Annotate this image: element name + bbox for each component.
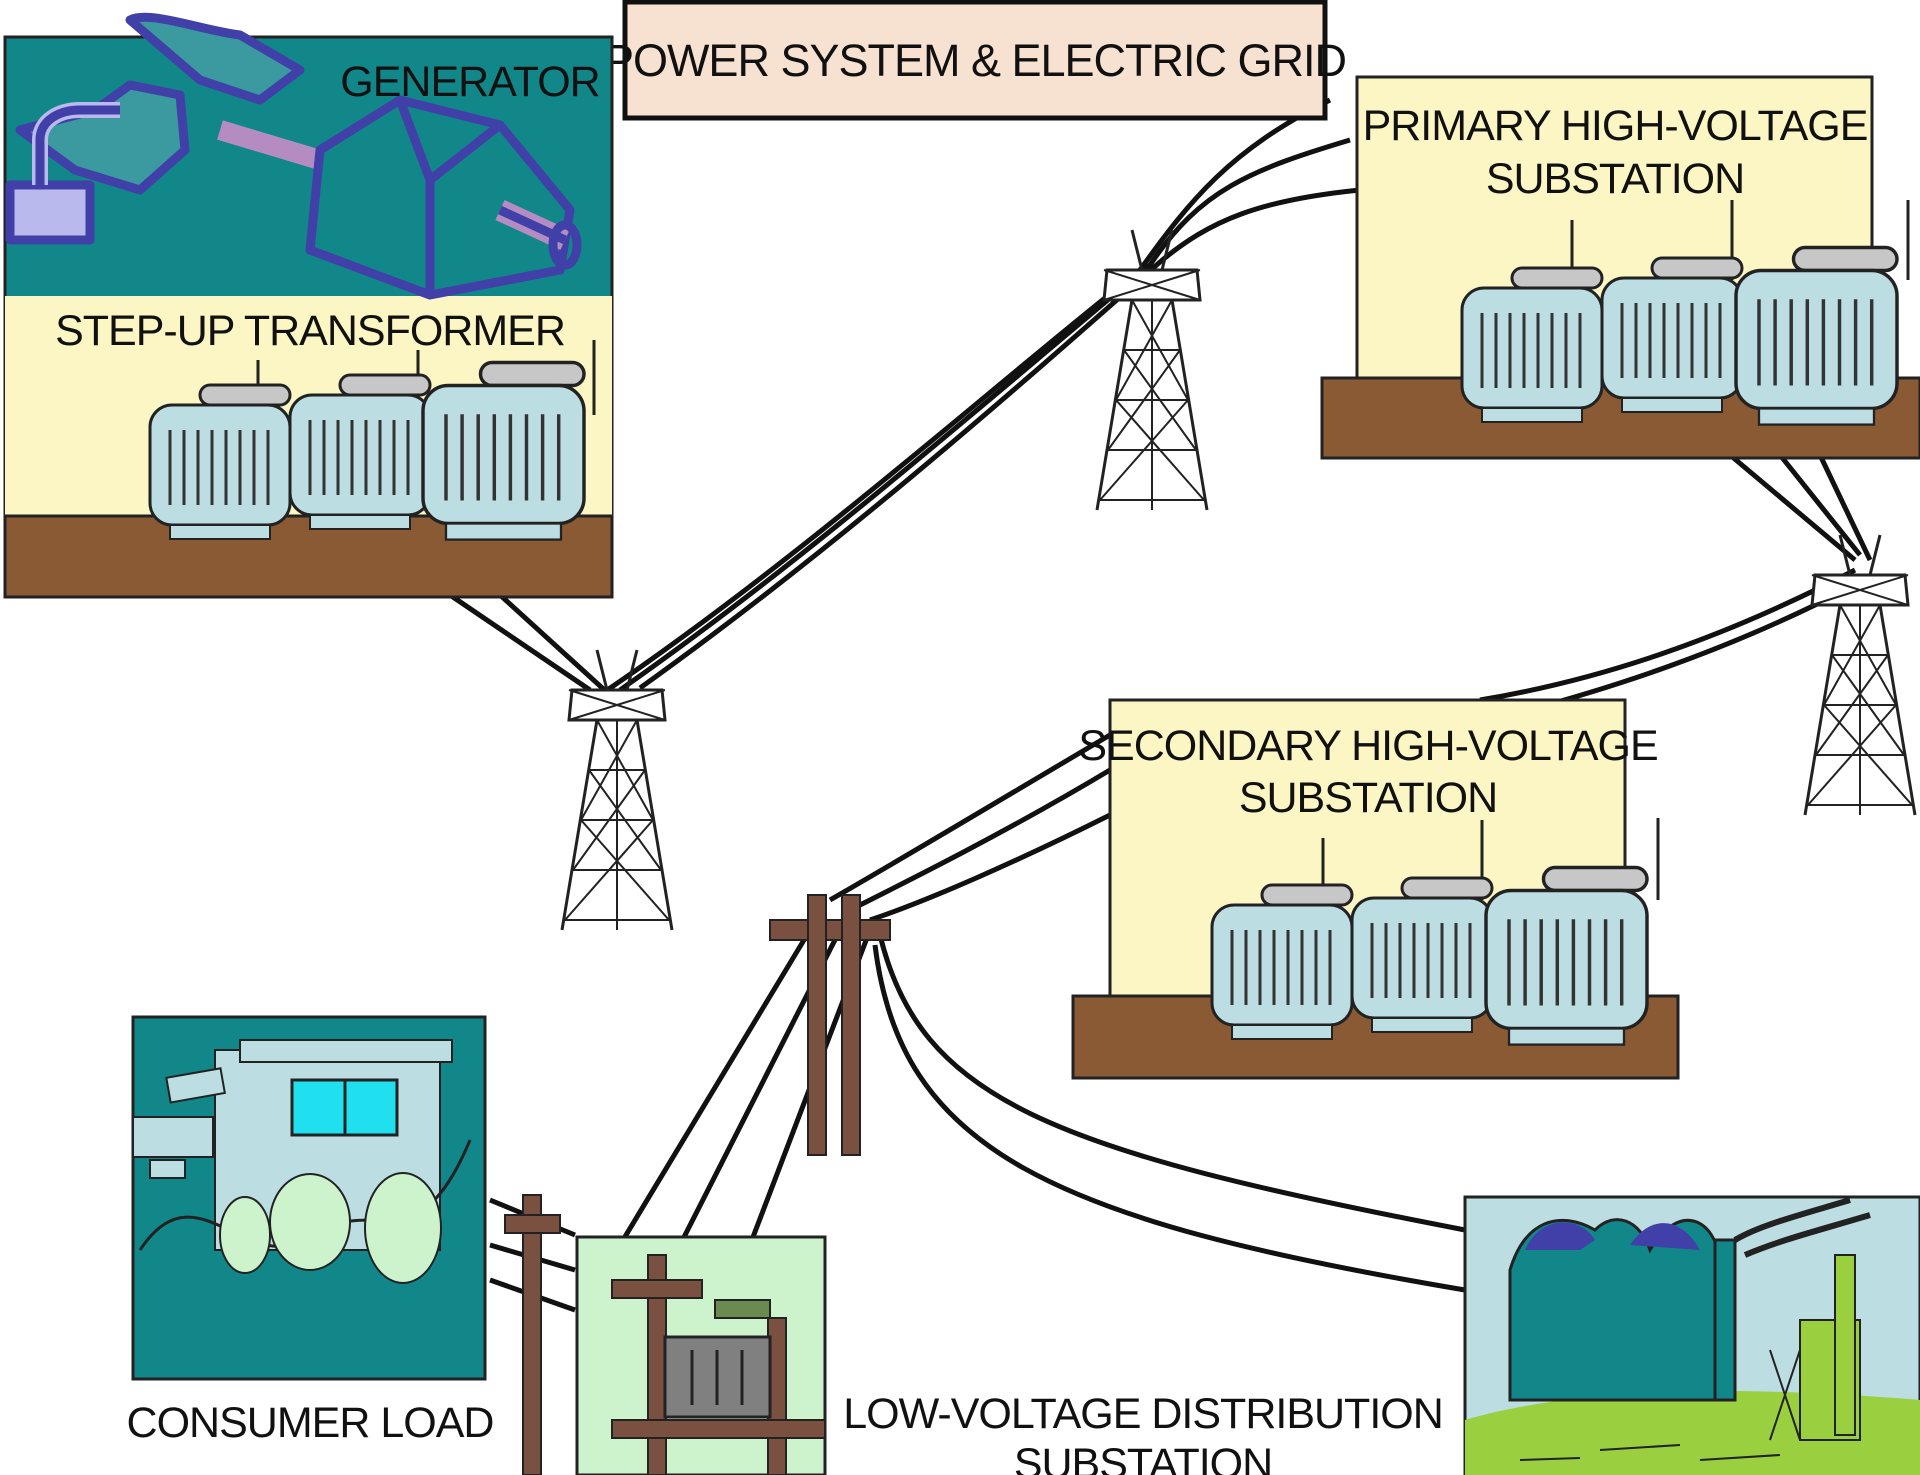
low-voltage-label-line1: LOW-VOLTAGE DISTRIBUTION: [843, 1390, 1443, 1438]
primary-substation: PRIMARY HIGH-VOLTAGE SUBSTATION: [1320, 75, 1920, 460]
step-up-transformer-label: STEP-UP TRANSFORMER: [55, 307, 565, 355]
industrial-facility: [1463, 1195, 1920, 1475]
step-up-transformer-unit: [148, 383, 292, 541]
secondary-substation: SECONDARY HIGH-VOLTAGE SUBSTATION: [1071, 698, 1680, 1080]
secondary-transformer-unit: [1484, 865, 1649, 1047]
transmission-tower: [1803, 533, 1917, 817]
secondary-substation-label-line1: SECONDARY HIGH-VOLTAGE: [1078, 722, 1657, 770]
transmission-tower: [560, 648, 674, 932]
distribution-pole: [769, 894, 891, 1156]
low-voltage-label-line2: SUBSTATION: [1014, 1440, 1272, 1475]
diagram-title: POWER SYSTEM & ELECTRIC GRID: [604, 35, 1346, 86]
primary-substation-label-line1: PRIMARY HIGH-VOLTAGE: [1363, 102, 1868, 150]
consumer-load: [131, 1015, 487, 1381]
service-pole: [504, 1194, 561, 1475]
primary-substation-label-line2: SUBSTATION: [1486, 155, 1744, 203]
step-up-transformer-unit: [421, 360, 586, 542]
primary-transformer-unit: [1460, 266, 1604, 424]
transmission-lines: [448, 97, 1873, 1313]
generator-icon: [5, 12, 582, 300]
secondary-transformer-unit: [1210, 883, 1354, 1041]
low-voltage-substation: [575, 1235, 827, 1475]
step-up-transformer-unit: [288, 373, 432, 531]
secondary-transformer-unit: [1350, 876, 1494, 1034]
secondary-substation-label-line2: SUBSTATION: [1239, 774, 1497, 822]
consumer-load-label: CONSUMER LOAD: [127, 1399, 494, 1447]
transmission-tower: [1095, 228, 1209, 512]
title-box: POWER SYSTEM & ELECTRIC GRID: [604, 0, 1347, 121]
generator-station: GENERATOR STEP-UP TRANSFORMER: [3, 12, 614, 599]
primary-transformer-unit: [1734, 245, 1899, 427]
primary-transformer-unit: [1600, 256, 1744, 414]
generator-label: GENERATOR: [340, 58, 599, 106]
